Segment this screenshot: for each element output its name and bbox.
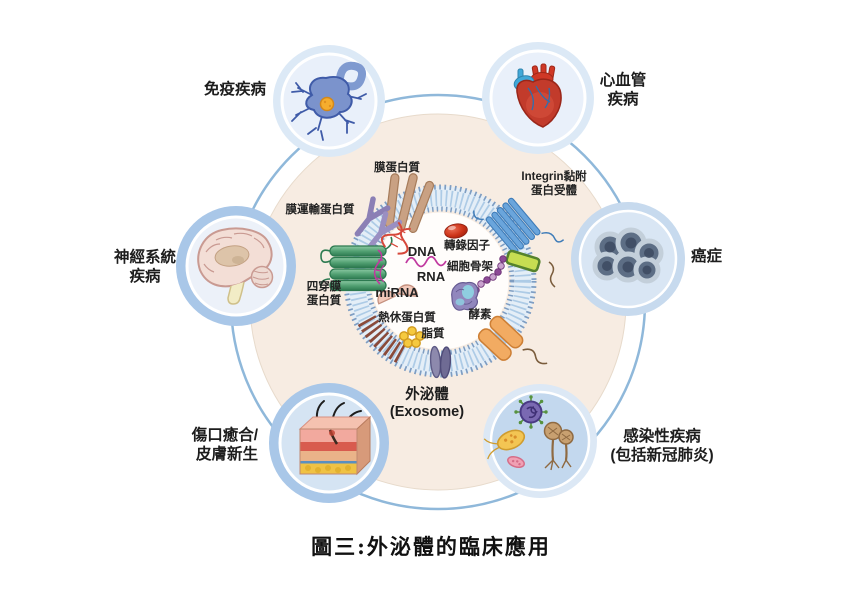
label-neuro: 神經系統 疾病: [114, 249, 176, 287]
label-wound-line2: 皮膚新生: [195, 445, 258, 463]
label-infectious-line1: 感染性疾病: [623, 428, 701, 445]
dna-icon: [380, 221, 411, 255]
enzyme-icon: [451, 281, 479, 311]
label-cardiovascular: 心血管 疾病: [600, 72, 647, 110]
membrane-tail-squiggle: [548, 261, 556, 288]
mirna-icon: [373, 249, 385, 285]
exosome-title-en: (Exosome): [389, 404, 465, 421]
wound-circle: [269, 383, 389, 503]
label-infectious: 感染性疾病 (包括新冠肺炎): [610, 428, 713, 466]
cardiovascular-circle: [482, 42, 594, 154]
transport-protein-icon: [354, 196, 403, 250]
immune-cell-icon: [291, 61, 367, 141]
coronavirus-icon: [514, 395, 548, 429]
tumor-cells-icon: [592, 227, 664, 284]
label-transport-protein: 膜運輸蛋白質: [285, 204, 355, 216]
cytoskeleton-icon: [472, 255, 507, 294]
label-wound: 傷口癒合/ 皮膚新生: [192, 427, 258, 465]
figure-caption: 圖三:外泌體的臨床應用: [311, 534, 551, 559]
label-tetraspanin-line1: 四穿膜: [306, 281, 342, 293]
channel-protein-icon: [429, 345, 452, 379]
label-integrin-line1: Integrin黏附: [521, 171, 587, 183]
tetraspanin-icon: [320, 236, 393, 292]
green-membrane-protein-icon: [505, 249, 541, 273]
label-cancer: 癌症: [691, 248, 722, 267]
label-dna: DNA: [407, 244, 437, 259]
pathogens-icon: [483, 395, 574, 471]
label-mirna: miRNA: [375, 285, 419, 300]
label-neuro-line1: 神經系統: [113, 249, 177, 266]
orange-membrane-protein-icon: [477, 315, 548, 365]
exosome-title: 外泌體 (Exosome): [390, 387, 464, 421]
label-immune: 免疫疾病: [204, 81, 266, 100]
heat-shock-protein-icon: [377, 284, 418, 305]
brain-icon: [197, 227, 274, 305]
label-cardiovascular-line2: 疾病: [607, 90, 639, 108]
cancer-circle: [571, 202, 685, 316]
small-bacterium-icon: [507, 455, 525, 469]
infectious-circle: [483, 384, 597, 498]
bacterium-icon: [483, 429, 526, 460]
rna-icon: [405, 255, 447, 268]
label-tetraspanin: 四穿膜 蛋白質: [307, 281, 342, 309]
label-neuro-line2: 疾病: [129, 267, 161, 285]
neuro-circle: [176, 206, 296, 326]
transcription-factor-icon: [444, 223, 468, 239]
label-heat-shock-protein: 熱休蛋白質: [378, 312, 436, 324]
label-rna: RNA: [416, 269, 446, 284]
heart-icon: [513, 63, 562, 128]
label-integrin: Integrin黏附 蛋白受體: [521, 171, 586, 199]
label-infectious-line2: (包括新冠肺炎): [610, 446, 714, 464]
label-wound-line1: 傷口癒合/: [191, 427, 258, 444]
label-integrin-line2: 蛋白受體: [530, 184, 577, 197]
fungi-icon: [543, 421, 574, 471]
exosome-title-zh: 外泌體: [405, 387, 449, 403]
label-immune-text: 免疫疾病: [203, 81, 266, 98]
label-tetraspanin-line2: 蛋白質: [306, 294, 342, 307]
skin-section-icon: [298, 400, 372, 476]
lipid-icon: [399, 326, 425, 348]
label-transcription-factor: 轉錄因子: [444, 240, 490, 252]
label-cytoskeleton: 細胞骨架: [447, 261, 493, 273]
label-enzyme: 酵素: [468, 309, 492, 321]
label-cardiovascular-line1: 心血管: [599, 72, 647, 89]
label-cancer-text: 癌症: [691, 248, 723, 265]
immune-circle: [273, 45, 385, 157]
label-membrane-protein: 膜蛋白質: [374, 162, 420, 174]
comb-membrane-protein-icon: [357, 314, 406, 363]
label-lipid: 脂質: [421, 328, 445, 340]
